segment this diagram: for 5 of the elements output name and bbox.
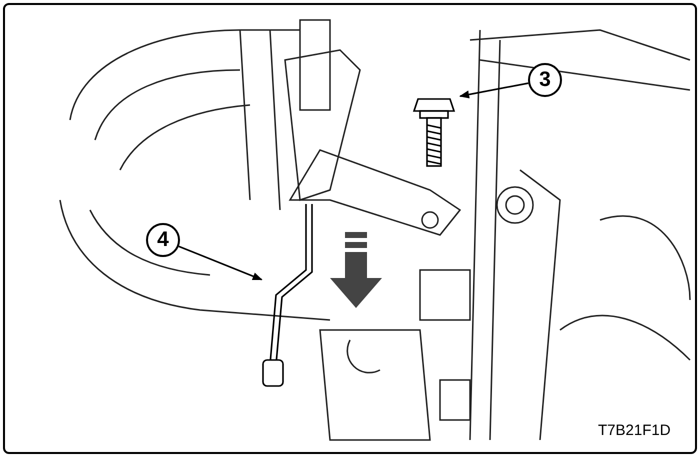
callout-number: 3	[528, 63, 562, 97]
leader-line	[459, 82, 528, 98]
figure-code: T7B21F1D	[598, 422, 671, 439]
leader-line	[178, 246, 263, 280]
callout-number: 4	[146, 223, 180, 257]
